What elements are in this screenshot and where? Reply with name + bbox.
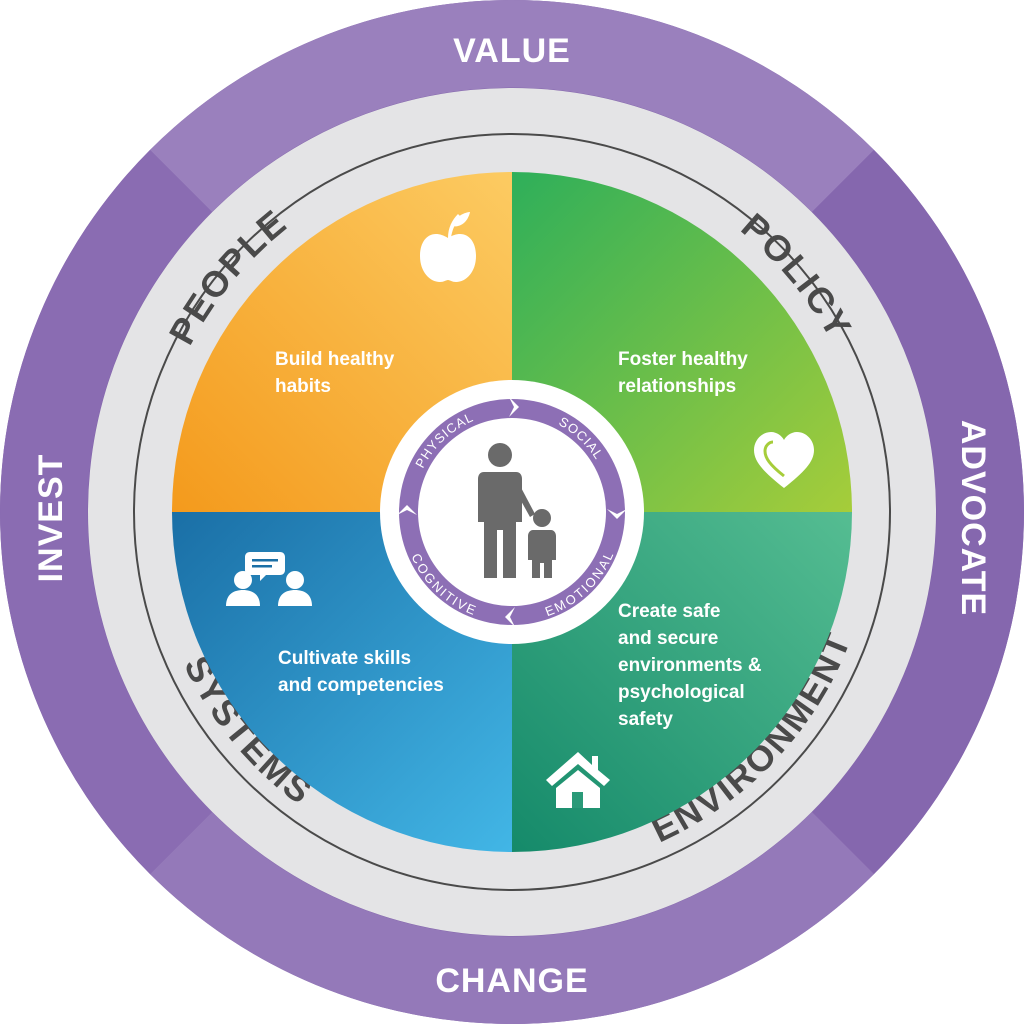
cycle-arrows — [397, 397, 627, 627]
outer-ring-segment-bottom — [150, 812, 874, 1024]
quadrant-text-bottom-left: Cultivate skills and competencies — [278, 648, 444, 696]
outer-ring-segment-right — [812, 150, 1024, 874]
outer-label-value-text: VALUE — [453, 32, 571, 70]
apple-icon — [420, 212, 476, 282]
house-icon — [546, 752, 610, 808]
quadrant-text-top-left: Build healthy habits — [275, 349, 400, 397]
outer-ring-segment-left — [0, 150, 212, 874]
outer-ring-segment-topright — [150, 0, 874, 212]
quadrant-text-bottom-right: Create safe and secure environments & ps… — [618, 601, 767, 730]
parent-child-icon — [478, 443, 556, 578]
conversation-icon — [226, 552, 312, 606]
outer-label-change: CHANGE — [435, 962, 588, 1000]
outer-label-invest: INVEST — [32, 454, 70, 583]
outer-label-advocate: ADVOCATE — [954, 420, 992, 616]
quadrant-text-top-right: Foster healthy relationships — [618, 349, 753, 397]
middle-ring-inner-line — [133, 133, 891, 891]
heart-icon — [754, 432, 814, 488]
